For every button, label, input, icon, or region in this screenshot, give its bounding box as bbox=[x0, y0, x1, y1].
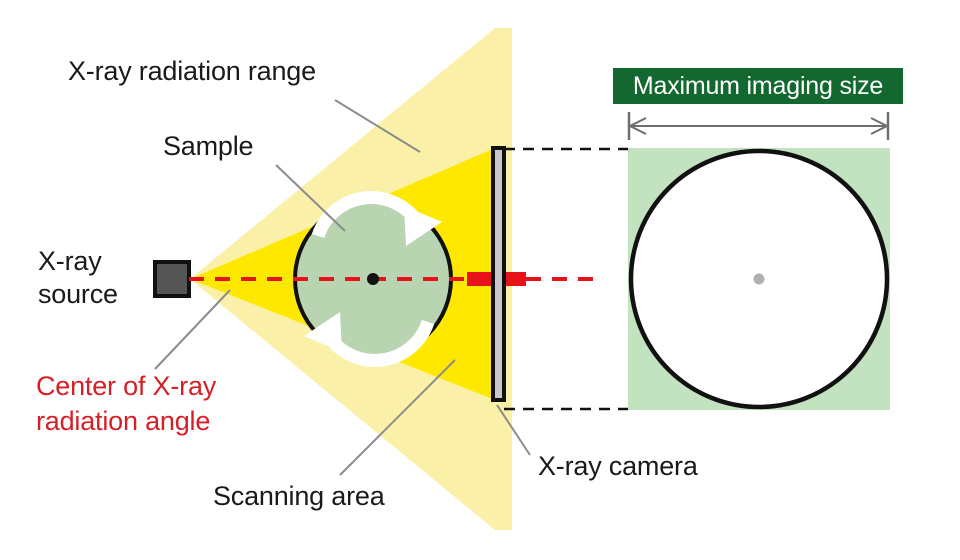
label-xray-source-line1: X-ray bbox=[38, 246, 102, 276]
label-xray-source-line2: source bbox=[38, 279, 118, 309]
label-center-radiation-angle-line1: Center of X-ray bbox=[36, 371, 217, 401]
leader-line-xray-camera bbox=[496, 404, 531, 456]
label-xray-camera: X-ray camera bbox=[538, 451, 698, 481]
xray-source-block bbox=[153, 260, 191, 298]
leader-line-radiation-range bbox=[334, 99, 421, 153]
sample-center-dot bbox=[367, 273, 379, 285]
dimension-arrowhead-left bbox=[627, 117, 647, 135]
banner-maximum-imaging-size: Maximum imaging size bbox=[613, 68, 903, 104]
leader-line-center-angle bbox=[154, 289, 231, 370]
leader-line-sample bbox=[275, 164, 346, 232]
imaging-field-center-dot bbox=[753, 273, 765, 285]
label-scanning-area: Scanning area bbox=[213, 481, 385, 511]
label-center-radiation-angle-line2: radiation angle bbox=[36, 406, 211, 436]
xray-camera-bar bbox=[491, 146, 506, 402]
rotation-arrow-bottom-head bbox=[304, 312, 342, 352]
dimension-arrowhead-right bbox=[870, 117, 890, 135]
label-xray-radiation-range: X-ray radiation range bbox=[68, 56, 316, 86]
rotation-arrow-top-head bbox=[404, 206, 442, 246]
label-sample: Sample bbox=[163, 131, 254, 161]
leader-line-scanning-area bbox=[339, 359, 456, 476]
